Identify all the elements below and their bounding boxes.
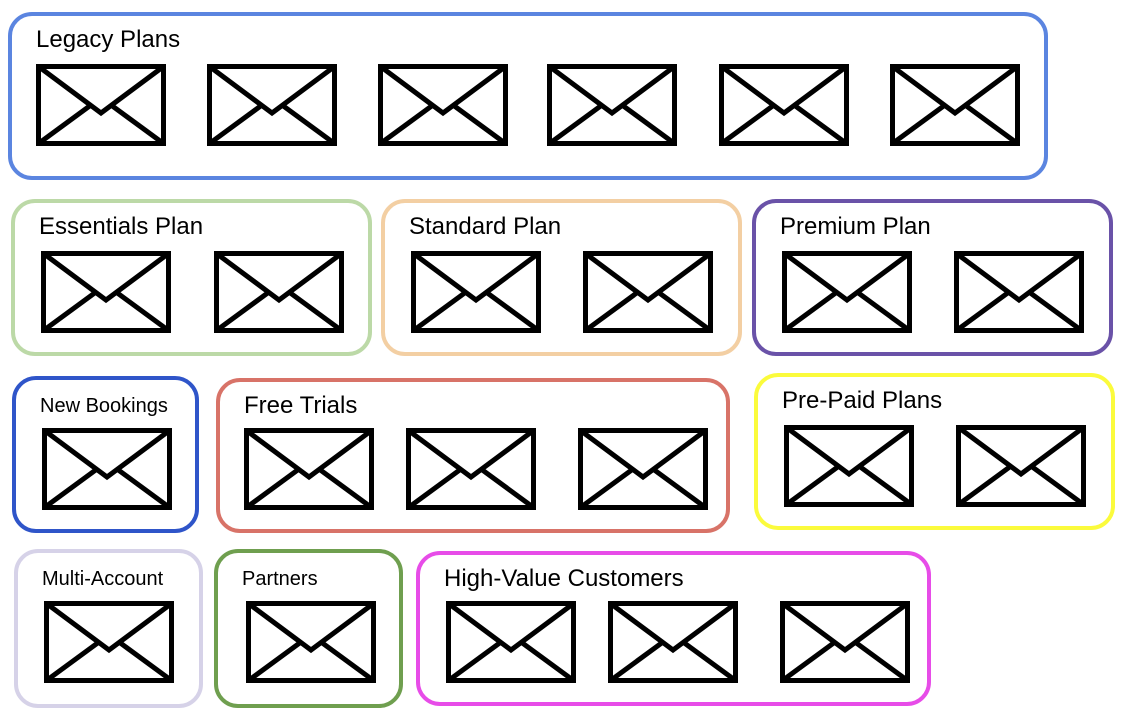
- group-essentials-plan: Essentials Plan: [11, 199, 372, 356]
- group-title: Free Trials: [244, 392, 358, 419]
- envelope-icon: [406, 428, 536, 510]
- group-free-trials: Free Trials: [216, 378, 730, 533]
- envelope-icon: [608, 601, 738, 683]
- envelope-icon: [782, 251, 912, 333]
- envelope-icon: [42, 428, 172, 510]
- group-title: Multi-Account: [42, 568, 164, 590]
- envelope-icon: [44, 601, 174, 683]
- group-pre-paid-plans: Pre-Paid Plans: [754, 373, 1115, 530]
- group-premium-plan: Premium Plan: [752, 199, 1113, 356]
- envelope-icon: [214, 251, 344, 333]
- envelope-icon: [890, 64, 1020, 146]
- group-title: Pre-Paid Plans: [782, 387, 943, 414]
- envelope-icon: [207, 64, 337, 146]
- envelope-icon: [244, 428, 374, 510]
- group-title: Legacy Plans: [36, 26, 181, 53]
- group-legacy-plans: Legacy Plans: [8, 12, 1048, 180]
- envelope-icon: [411, 251, 541, 333]
- group-partners: Partners: [214, 549, 403, 708]
- envelope-icon: [954, 251, 1084, 333]
- envelope-icon: [780, 601, 910, 683]
- envelope-icon: [784, 425, 914, 507]
- group-standard-plan: Standard Plan: [381, 199, 742, 356]
- envelope-icon: [446, 601, 576, 683]
- envelope-icon: [246, 601, 376, 683]
- envelope-icon: [36, 64, 166, 146]
- group-multi-account: Multi-Account: [14, 549, 203, 708]
- envelope-icon: [719, 64, 849, 146]
- group-title: Premium Plan: [780, 213, 931, 240]
- envelope-icon: [583, 251, 713, 333]
- group-title: Partners: [242, 568, 318, 590]
- group-title: Essentials Plan: [39, 213, 204, 240]
- envelope-icon: [547, 64, 677, 146]
- group-title: Standard Plan: [409, 213, 562, 240]
- group-high-value-customers: High-Value Customers: [416, 551, 931, 706]
- group-title: High-Value Customers: [444, 565, 684, 592]
- group-new-bookings: New Bookings: [12, 376, 199, 533]
- envelope-icon: [378, 64, 508, 146]
- envelope-icon: [41, 251, 171, 333]
- envelope-icon: [956, 425, 1086, 507]
- envelope-icon: [578, 428, 708, 510]
- group-title: New Bookings: [40, 395, 168, 417]
